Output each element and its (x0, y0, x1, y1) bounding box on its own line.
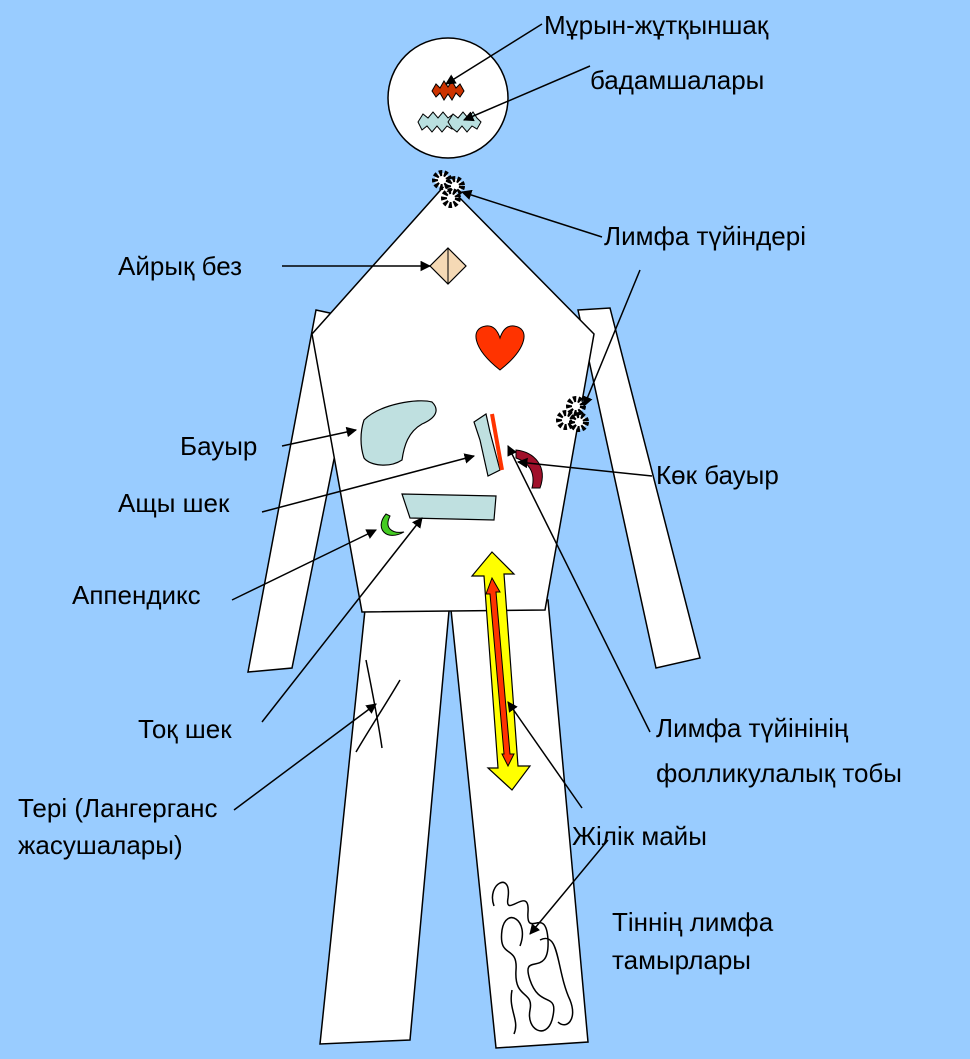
label-skin-line2: жасушалары) (18, 829, 183, 861)
label-small-intestine: Ащы шек (118, 487, 229, 519)
label-lymph-nodes: Лимфа түйіндері (604, 220, 806, 252)
label-appendix: Аппендикс (72, 579, 201, 611)
large-intestine-icon (402, 494, 496, 520)
label-thymus: Айрық без (118, 250, 242, 282)
right-leg (450, 600, 588, 1048)
torso (312, 184, 594, 612)
body-silhouette (248, 38, 700, 1048)
label-bone-marrow: Жілік майы (572, 820, 707, 852)
left-leg (320, 600, 450, 1044)
label-spleen: Көк бауыр (656, 459, 779, 491)
label-liver: Бауыр (180, 430, 257, 462)
label-nasopharynx-line1: Мұрын-жұтқыншақ (544, 9, 768, 41)
label-follicles-line1: Лимфа түйінінің (656, 712, 848, 744)
label-lymph-vessels-line1-visible: Тіннің лимфа (612, 906, 773, 938)
label-skin-line1: Тері (Лангерганс (18, 792, 217, 824)
label-large-intestine: Тоқ шек (138, 713, 232, 745)
label-lymph-vessels-line2: тамырлары (612, 944, 751, 976)
label-follicles-line2: фолликулалық тобы (656, 757, 902, 789)
label-nasopharynx-line2: бадамшалары (590, 64, 764, 96)
